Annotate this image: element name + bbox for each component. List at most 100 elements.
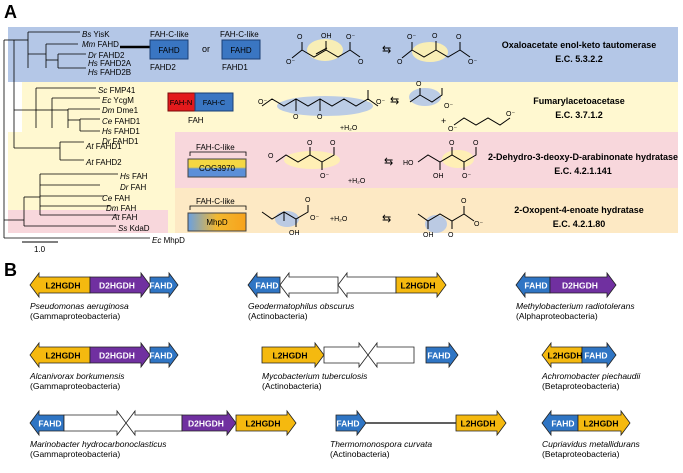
fahd-domain-box — [149, 39, 189, 60]
protein-name: FAH — [188, 116, 204, 125]
taxonomic-class: (Actinobacteria) — [248, 311, 308, 321]
svg-text:O⁻: O⁻ — [448, 126, 457, 133]
mhpd-domain-box — [187, 212, 247, 232]
gene-label: FAHD — [336, 419, 359, 429]
taxonomic-class: (Gammaproteobacteria) — [30, 311, 120, 321]
enzyme-name: Oxaloacetate enol-keto tautomerase — [502, 40, 657, 50]
gene-arrow — [425, 341, 459, 369]
svg-text:O⁻: O⁻ — [407, 34, 416, 41]
gene-arrow — [149, 271, 179, 299]
gene-arrow — [63, 409, 127, 437]
fahd-box-label: FAHD — [158, 46, 180, 55]
svg-text:O: O — [317, 114, 323, 121]
tree-leaf-label: Ec YcgM — [102, 96, 134, 105]
structure-fumarylacetoacetate: O⁻ O O O⁻ — [258, 90, 385, 121]
svg-text:O⁻: O⁻ — [320, 173, 329, 180]
tree-leaf-label: Mm FAHD — [82, 40, 119, 49]
enzyme-name: Fumarylacetoacetase — [533, 96, 625, 106]
svg-text:O: O — [473, 140, 479, 147]
svg-text:O: O — [307, 140, 313, 147]
gene-label: D2HGDH — [99, 351, 135, 361]
gene-arrow — [581, 341, 617, 369]
taxonomic-class: (Alphaproteobacteria) — [516, 311, 598, 321]
gene-arrow — [125, 409, 183, 437]
species-name: Marinobacter hydrocarbonoclasticus — [30, 439, 167, 449]
equilibrium-arrow: ⇆ — [384, 156, 393, 168]
ec-number: E.C. 4.2.1.141 — [554, 166, 612, 176]
svg-text:O: O — [397, 59, 403, 66]
tree-leaf-label: Dr FAHD2 — [88, 51, 125, 60]
fah-n-label: FAH-N — [170, 98, 193, 107]
gene-arrow — [29, 271, 91, 299]
svg-text:O: O — [456, 34, 462, 41]
gene-label: L2HGDH — [46, 351, 81, 361]
svg-text:O⁻: O⁻ — [258, 99, 267, 106]
species-name: Geodermatophilus obscurus — [248, 301, 355, 311]
gene-label: L2HGDH — [548, 351, 583, 361]
svg-text:O: O — [448, 232, 454, 239]
structure-dehydro-deoxy-arabinonate: O O O O⁻ — [268, 140, 340, 180]
fah-c-domain-box — [194, 92, 234, 112]
ec-number: E.C. 3.7.1.2 — [555, 110, 603, 120]
panel-a-label: A — [4, 2, 17, 22]
protein-name: FAHD1 — [222, 63, 248, 72]
svg-text:O: O — [330, 140, 336, 147]
taxonomic-class: (Betaproteobacteria) — [542, 381, 620, 391]
band-kdad — [8, 210, 168, 233]
cog3970-domain-box — [187, 158, 247, 178]
gene-arrow — [395, 271, 447, 299]
gene-label: FAHD — [38, 419, 61, 429]
svg-text:O: O — [416, 81, 422, 88]
equilibrium-arrow: ⇆ — [382, 44, 391, 56]
tree-leaf-label: Dm Dme1 — [102, 106, 139, 115]
row-mhpd: FAH-C-like MhpD O O⁻ OH +H₂O ⇆ OH O O O⁻… — [187, 197, 644, 239]
gene-arrow — [149, 341, 179, 369]
gene-label: L2HGDH — [246, 419, 281, 429]
gene-label: L2HGDH — [46, 281, 81, 291]
domain-label: FAH-C-like — [220, 30, 259, 39]
svg-text:OH: OH — [423, 232, 434, 239]
domain-label: FAH-C-like — [196, 143, 235, 152]
panel-b-label: B — [4, 260, 17, 280]
gene-arrow — [89, 271, 151, 299]
domain-label: FAH-C-like — [196, 197, 235, 206]
scale-bar-label: 1.0 — [34, 245, 46, 254]
species-name: Alcanivorax borkumensis — [29, 371, 125, 381]
species-name: Mycobacterium tuberculosis — [262, 371, 368, 381]
gene-arrow — [323, 341, 369, 369]
scale-bar: 1.0 — [22, 241, 58, 254]
tree-leaf-label: Hs FAHD2B — [88, 68, 131, 77]
gene-arrow — [29, 409, 65, 437]
tree-leaf-label: At FAHD2 — [85, 158, 122, 167]
species-name: Cupriavidus metallidurans — [542, 439, 641, 449]
ec-number: E.C. 5.3.2.2 — [555, 54, 603, 64]
svg-text:OH: OH — [321, 33, 332, 40]
fah-c-label: FAH-C — [203, 98, 226, 107]
phylogenetic-tree — [3, 31, 150, 239]
tree-leaf-label: Dr FAH — [120, 183, 146, 192]
structure-hydroxy-oxopentanoate: OH O O O⁻ — [417, 198, 483, 239]
tree-leaf-label: Ce FAHD1 — [102, 117, 141, 126]
svg-text:HO: HO — [403, 160, 414, 167]
structure-dehydroxy: HO OH O O O⁻ — [403, 140, 479, 180]
gene-label: FAHD — [551, 419, 574, 429]
svg-text:O⁻: O⁻ — [462, 173, 471, 180]
gene-arrow — [549, 271, 617, 299]
row-fahd: FAH-C-like FAHD FAHD2 or FAH-C-like FAHD… — [120, 30, 656, 72]
gene-arrow — [89, 341, 151, 369]
fahd-box-label: FAHD — [230, 46, 252, 55]
protein-name: FAHD2 — [150, 63, 176, 72]
gene-label: FAHD — [524, 281, 547, 291]
svg-text:O⁻: O⁻ — [506, 111, 515, 118]
mhpd-label: MhpD — [206, 218, 228, 227]
tree-leaf-label: Dm FAH — [106, 204, 136, 213]
species-name: Achromobacter piechaudii — [541, 371, 641, 381]
gene-arrow — [235, 409, 297, 437]
taxonomic-class: (Actinobacteria) — [330, 449, 390, 459]
